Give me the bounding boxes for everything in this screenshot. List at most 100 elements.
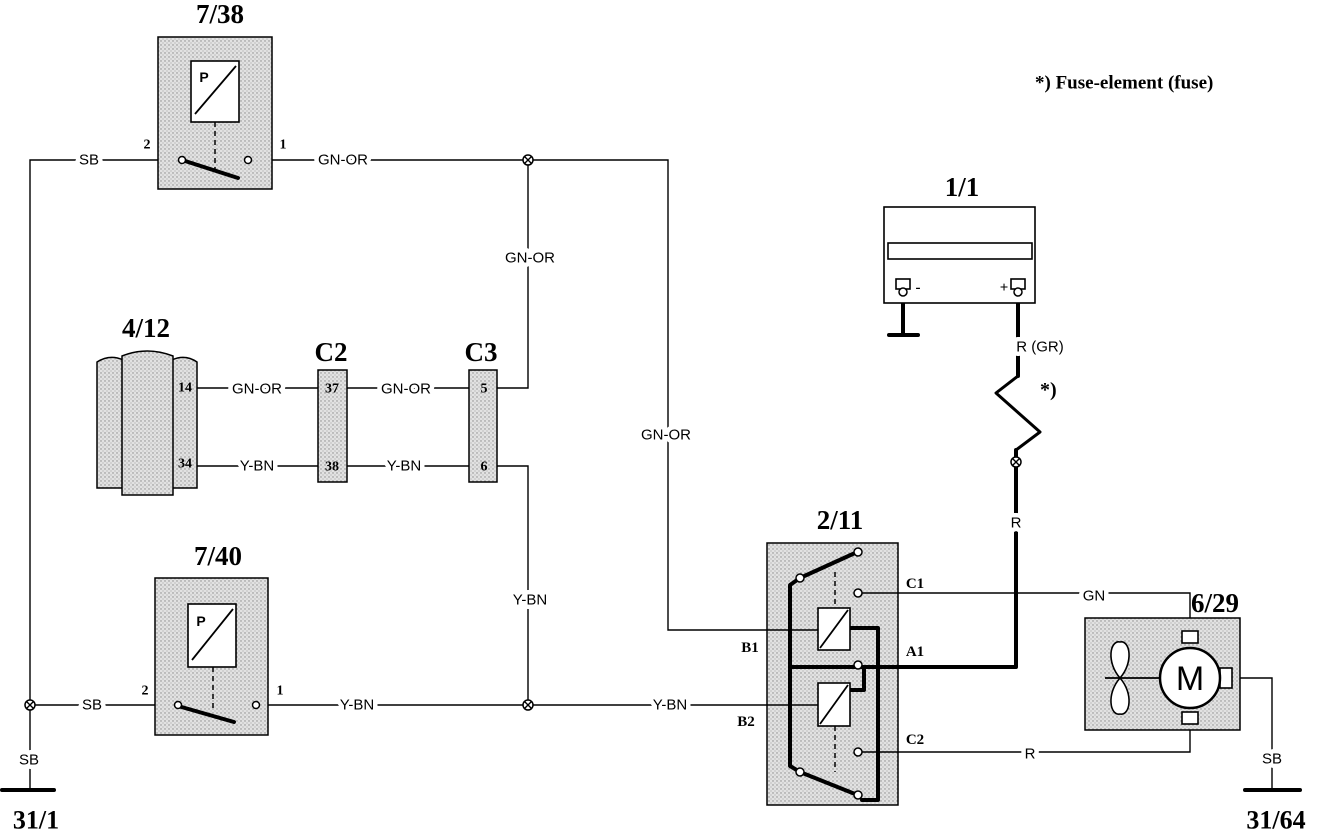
battery-positive-sign: + — [1000, 280, 1009, 296]
switch-740-sensor-symbol: P — [196, 613, 205, 629]
connector-c2-label: C2 — [315, 337, 348, 367]
ground-label-left: 31/1 — [13, 806, 59, 835]
wire-label-sb-ground-left: SB — [19, 752, 39, 769]
connector-c2-pin-bottom: 38 — [325, 460, 339, 475]
pressure-switch-7-38: 7/38 P 2 1 — [144, 0, 287, 190]
relay-terminal-b2: B2 — [737, 714, 755, 730]
wire-label-r-motor: R — [1025, 746, 1036, 763]
connector-c3-pin-top: 5 — [481, 382, 488, 397]
switch-740-pin-1: 1 — [277, 684, 284, 699]
motor-terminal-right — [1219, 667, 1233, 689]
fuse-symbol — [994, 374, 1042, 452]
wire-label-ybn-412-c2: Y-BN — [240, 458, 274, 475]
wire-label-sb-bottom: SB — [82, 697, 102, 714]
wire-ybn-vertical — [497, 465, 529, 705]
wire-label-gnor-vertical-c3: GN-OR — [505, 250, 555, 267]
switch-738-sensor-symbol: P — [199, 69, 208, 85]
relay-top-blade — [798, 551, 857, 580]
relay-coil2-feed — [848, 665, 866, 692]
wire-sb-right-ground — [1232, 677, 1273, 790]
switch-738-pin-1: 1 — [280, 138, 287, 153]
switch-740-sensor-diagonal — [191, 608, 234, 661]
wire-gnor-top — [248, 159, 818, 631]
connector-c3: C3 5 6 — [465, 337, 498, 483]
pressure-switch-7-40: 7/40 P 2 1 — [142, 541, 284, 736]
relay-coil-1-diagonal — [819, 609, 849, 649]
relay-label: 2/11 — [817, 505, 864, 535]
module-412-pin-bottom: 34 — [178, 457, 192, 472]
switch-738-label: 7/38 — [196, 0, 244, 29]
wire-label-sb-ground-right: SB — [1262, 751, 1282, 768]
ground-label-right: 31/64 — [1246, 806, 1305, 835]
connector-c2-body — [317, 369, 348, 483]
wire-r-motor — [858, 722, 1191, 753]
relay-terminal-c2: C2 — [906, 732, 924, 748]
relay-bottom-pivot — [795, 767, 805, 777]
switch-740-contact-1 — [251, 700, 261, 710]
wire-label-ybn-c2-c3: Y-BN — [387, 458, 421, 475]
wire-label-ybn-relay: Y-BN — [653, 697, 687, 714]
wire-gnor-to-c3 — [497, 160, 529, 389]
relay-2-11: 2/11 B1 B2 C1 A1 C2 — [737, 505, 924, 806]
battery-cell-strip — [887, 242, 1033, 260]
wire-label-gnor-c2-c3: GN-OR — [381, 381, 431, 398]
wire-label-sb-top: SB — [79, 152, 99, 169]
relay-terminal-a1: A1 — [906, 644, 924, 660]
motor-terminal-top — [1181, 630, 1199, 644]
footnote-text: *) Fuse-element (fuse) — [1035, 73, 1213, 94]
relay-top-pivot — [795, 573, 805, 583]
wire-label-gnor-vertical-relay: GN-OR — [641, 427, 691, 444]
relay-coil-2-diagonal — [819, 684, 849, 725]
wire-label-r-gr-battery: R (GR) — [1016, 339, 1064, 356]
module-4-12: 4/12 14 34 — [96, 313, 198, 496]
motor-terminal-bottom — [1181, 711, 1199, 725]
fan-blade-top-icon — [1110, 641, 1130, 680]
switch-740-label: 7/40 — [194, 541, 242, 571]
battery-positive-post — [1013, 287, 1023, 297]
wire-label-gnor-top: GN-OR — [318, 152, 368, 169]
fan-blade-bottom-icon — [1110, 676, 1130, 715]
relay-coil-return — [848, 626, 880, 802]
relay-common-bus — [788, 576, 802, 774]
switch-738-sensor-diagonal — [194, 65, 237, 115]
relay-contact-c1 — [853, 588, 863, 598]
wire-label-ybn-switch: Y-BN — [340, 697, 374, 714]
battery-negative-post — [898, 287, 908, 297]
relay-bottom-blade — [798, 770, 857, 796]
wire-label-r-relay: R — [1011, 515, 1022, 532]
battery-negative-sign: - — [916, 280, 921, 296]
junction-node — [1010, 456, 1022, 468]
relay-bottom-fixed-contact — [853, 790, 863, 800]
wire-label-gn-motor: GN — [1083, 588, 1106, 605]
wire-label-ybn-vertical: Y-BN — [513, 592, 547, 609]
connector-c3-label: C3 — [465, 337, 498, 367]
junction-node — [522, 699, 534, 711]
switch-738-pin-2: 2 — [144, 138, 151, 153]
relay-contact-c2 — [853, 747, 863, 757]
motor-symbol: M — [1176, 660, 1204, 698]
connector-c3-pin-bottom: 6 — [481, 460, 488, 475]
connector-c2: C2 37 38 — [315, 337, 348, 483]
relay-terminal-c1: C1 — [906, 576, 924, 592]
switch-740-blade — [176, 704, 236, 724]
fan-motor-6-29: 6/29 M — [1084, 588, 1241, 731]
connector-c3-body — [468, 369, 498, 483]
battery-1-1: 1/1 - + — [883, 172, 1036, 304]
junction-node — [522, 154, 534, 166]
relay-contact-a1 — [853, 660, 863, 670]
switch-738-contact-2 — [177, 155, 187, 165]
switch-738-blade — [180, 158, 240, 180]
switch-740-pin-2: 2 — [142, 684, 149, 699]
module-412-center-cell — [121, 350, 174, 496]
switch-740-contact-2 — [173, 700, 183, 710]
module-412-pin-top: 14 — [178, 381, 192, 396]
fuse-mark: *) — [1040, 379, 1057, 401]
wire-label-gnor-412-c2: GN-OR — [232, 381, 282, 398]
relay-terminal-b1: B1 — [741, 640, 759, 656]
junction-node — [24, 699, 36, 711]
relay-top-fixed-contact — [853, 547, 863, 557]
fan-motor-label: 6/29 — [1191, 588, 1239, 618]
connector-c2-pin-top: 37 — [325, 382, 339, 397]
wire-sb-left-bus — [29, 159, 182, 790]
